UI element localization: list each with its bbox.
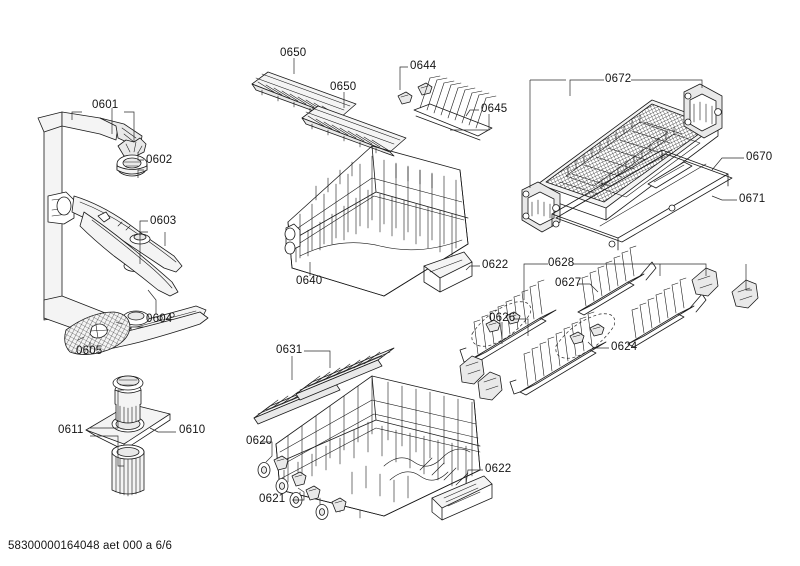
part-label-0670: 0670 xyxy=(746,151,773,163)
part-label-0620: 0620 xyxy=(246,435,273,447)
part-label-0603: 0603 xyxy=(150,215,177,227)
part-0622-upper-tray xyxy=(423,251,473,293)
part-label-0645: 0645 xyxy=(481,103,508,115)
part-label-0672: 0672 xyxy=(605,73,632,85)
part-0626-tine-row-lower-right xyxy=(509,311,607,396)
document-footer-code: 58300000164048 aet 000 a 6/6 xyxy=(8,540,173,552)
part-0628-tine-row-second xyxy=(627,277,707,348)
part-0622-lower-tray xyxy=(431,475,493,521)
leader-lines xyxy=(71,58,752,501)
part-label-0601: 0601 xyxy=(92,99,119,111)
part-0628-end-brackets xyxy=(691,267,759,309)
part-0640-upper-basket xyxy=(284,145,469,297)
part-label-0621: 0621 xyxy=(259,493,286,505)
part-label-0650-b: 0650 xyxy=(330,81,357,93)
part-label-0628: 0628 xyxy=(548,257,575,269)
part-label-0644: 0644 xyxy=(410,60,437,72)
part-0672-drawer-side-rail-right xyxy=(683,83,723,139)
part-label-0627: 0627 xyxy=(555,277,582,289)
part-0627-tine-row-upper xyxy=(577,245,657,316)
part-label-0604: 0604 xyxy=(146,313,173,325)
part-0631-folding-rack-b xyxy=(295,347,395,401)
part-0671-drawer-support-frame xyxy=(551,149,733,251)
part-label-0626: 0626 xyxy=(489,312,516,324)
part-0645-tine-insert xyxy=(413,75,497,141)
part-label-0650-a: 0650 xyxy=(280,47,307,59)
part-0644-small-clips xyxy=(397,82,433,105)
part-0602-spray-arm-bearing xyxy=(116,137,148,177)
part-label-0602: 0602 xyxy=(146,154,173,166)
part-0624-small-clips-group xyxy=(471,301,616,359)
part-label-0605: 0605 xyxy=(76,345,103,357)
part-label-0610: 0610 xyxy=(179,424,206,436)
part-label-0624: 0624 xyxy=(611,341,638,353)
part-0620-basket-rollers xyxy=(257,455,321,508)
part-0611-fine-filter-cylinder xyxy=(111,375,145,497)
part-0650-folding-tine-rack-b xyxy=(301,105,407,157)
part-label-0611: 0611 xyxy=(58,424,84,436)
part-0672-drawer-side-rail-left xyxy=(521,181,561,233)
part-0624-side-brackets xyxy=(459,355,503,401)
part-label-0640: 0640 xyxy=(296,275,323,287)
part-label-0671: 0671 xyxy=(739,193,766,205)
part-0605-coarse-filter-screen xyxy=(64,311,131,355)
part-label-0622-lower: 0622 xyxy=(485,463,512,475)
part-label-0622-upper: 0622 xyxy=(482,259,509,271)
part-label-0631: 0631 xyxy=(276,344,303,356)
part-0670-cutlery-drawer-tray xyxy=(537,99,719,221)
part-0603-upper-spray-arm xyxy=(71,195,183,297)
part-0621-basket-rollers xyxy=(275,471,347,520)
